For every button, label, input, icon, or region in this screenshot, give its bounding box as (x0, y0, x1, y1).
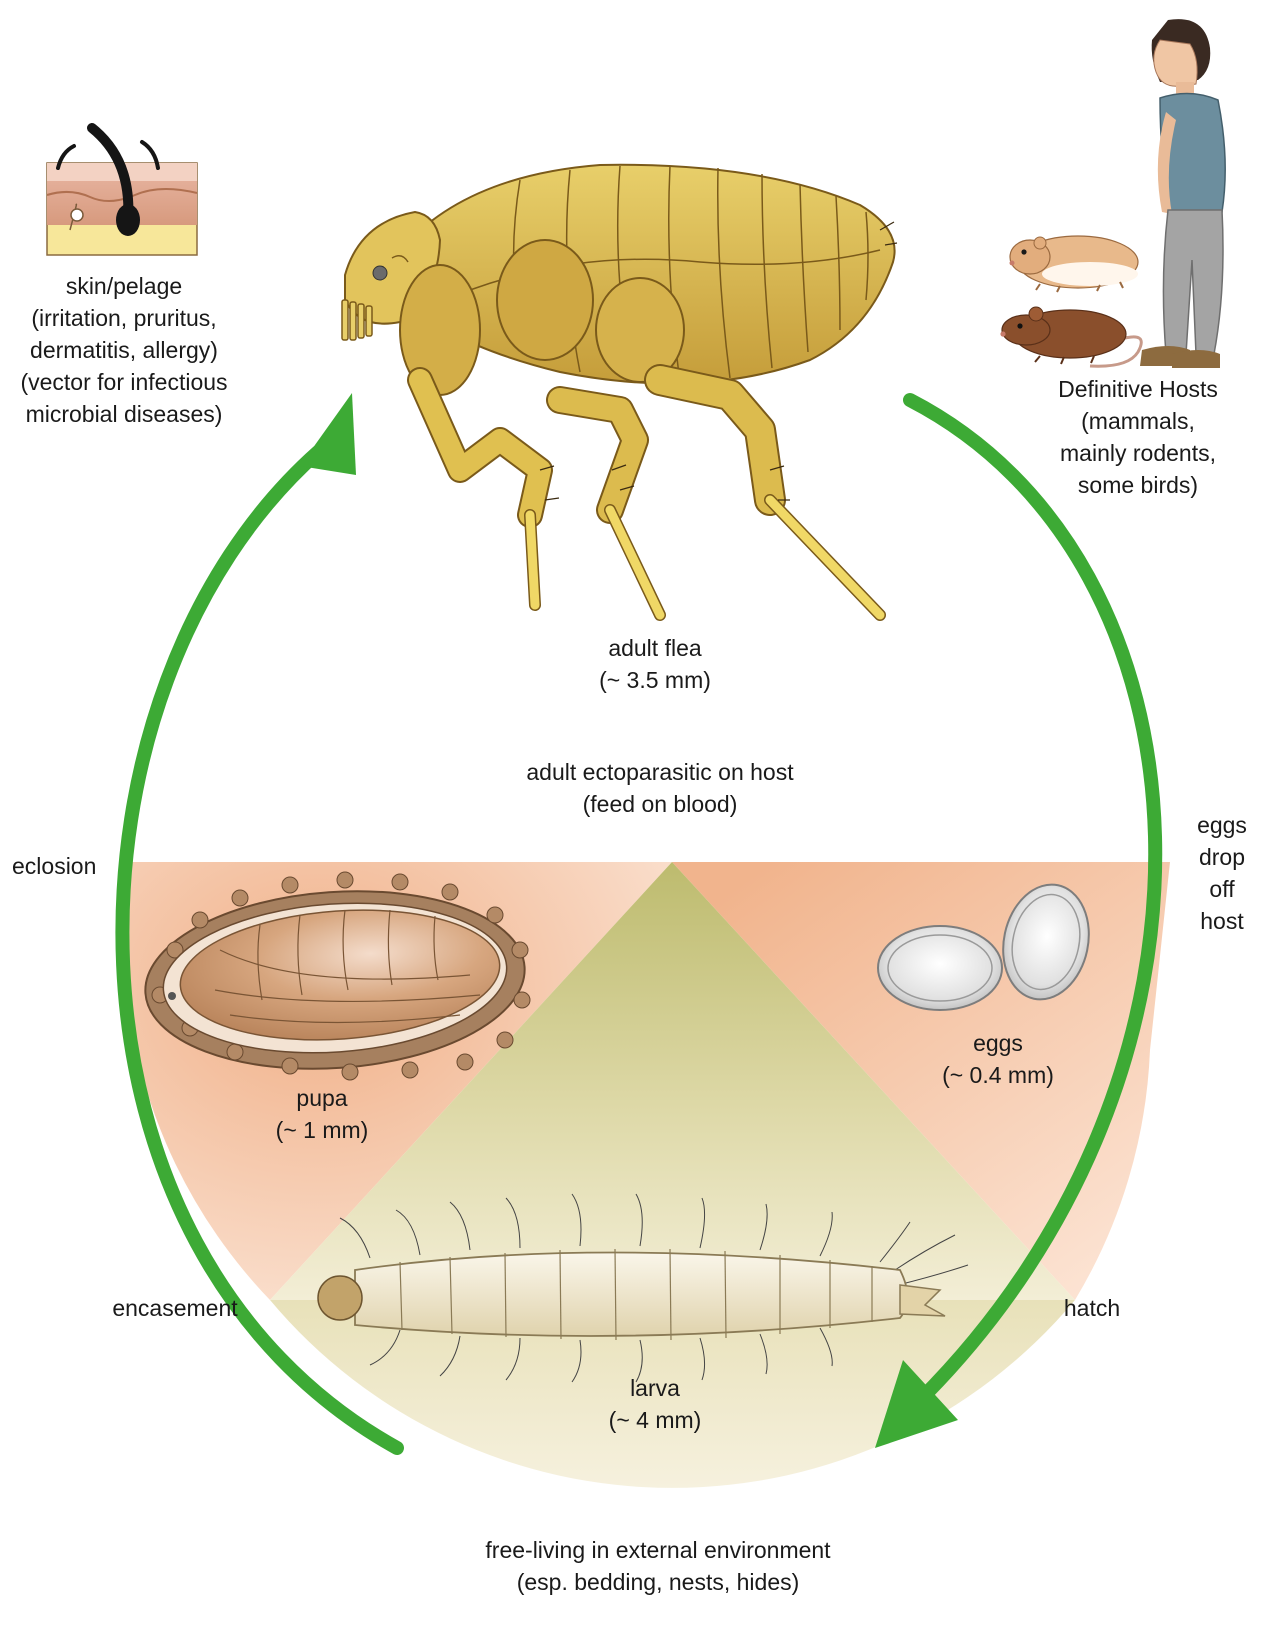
skin-label-line-3: dermatitis, allergy) (30, 337, 218, 363)
eggs-drop-label: eggs drop off host (1197, 812, 1247, 934)
eggs-label-line-2: (~ 0.4 mm) (942, 1062, 1054, 1088)
adult-flea-illustration (342, 165, 897, 615)
human-host-illustration (1140, 19, 1225, 368)
skin-label-line-2: (irritation, pruritus, (31, 305, 216, 331)
eggs-drop-label-line-2: drop (1199, 844, 1245, 870)
environment-label-line-2: (esp. bedding, nests, hides) (517, 1569, 800, 1595)
larva-head (318, 1276, 362, 1320)
larva-body (355, 1253, 908, 1336)
eggs-drop-label-line-4: host (1200, 908, 1244, 934)
cycle-arrow-left-head (300, 393, 356, 475)
eggs-drop-label-line-1: eggs (1197, 812, 1247, 838)
eggs-label-line-1: eggs (973, 1030, 1023, 1056)
adult-phase-label-line-2: (feed on blood) (583, 791, 738, 817)
adult-flea-label-line-2: (~ 3.5 mm) (599, 667, 711, 693)
larva-label-line-1: larva (630, 1375, 680, 1401)
hatch-label: hatch (1064, 1295, 1120, 1321)
hamster-host-illustration (1010, 236, 1139, 292)
adult-phase-label-line-1: adult ectoparasitic on host (526, 759, 794, 785)
adult-flea-label: adult flea (~ 3.5 mm) (599, 635, 711, 693)
skin-section-icon (47, 128, 197, 255)
adult-phase-label: adult ectoparasitic on host (feed on blo… (526, 759, 794, 817)
eggs-drop-label-line-3: off (1209, 876, 1235, 902)
skin-label-line-1: skin/pelage (66, 273, 182, 299)
skin-label-line-4: (vector for infectious (20, 369, 227, 395)
adult-flea-label-line-1: adult flea (608, 635, 702, 661)
encasement-label: encasement (112, 1295, 238, 1321)
skin-label-line-5: microbial diseases) (26, 401, 223, 427)
larva-label-line-2: (~ 4 mm) (609, 1407, 702, 1433)
hosts-label-line-3: mainly rodents, (1060, 440, 1216, 466)
pupa-label-line-2: (~ 1 mm) (276, 1117, 369, 1143)
pupa-label-line-1: pupa (296, 1085, 347, 1111)
hosts-label-line-2: (mammals, (1081, 408, 1195, 434)
rat-host-illustration (1000, 307, 1141, 366)
environment-label-line-1: free-living in external environment (485, 1537, 831, 1563)
eclosion-label: eclosion (12, 853, 96, 879)
egg-left (878, 926, 1002, 1010)
hosts-label-line-4: some birds) (1078, 472, 1198, 498)
hosts-label: Definitive Hosts (mammals, mainly rodent… (1058, 376, 1218, 498)
environment-label: free-living in external environment (esp… (485, 1537, 831, 1595)
hosts-label-line-1: Definitive Hosts (1058, 376, 1218, 402)
skin-label: skin/pelage (irritation, pruritus, derma… (20, 273, 227, 427)
